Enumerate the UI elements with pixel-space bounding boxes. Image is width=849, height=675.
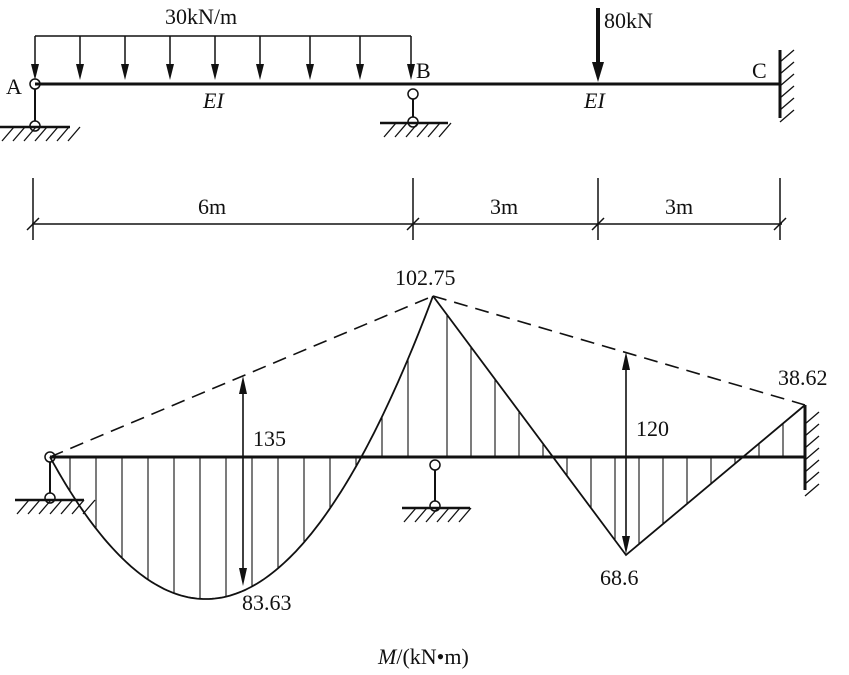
ground-hatch	[12, 126, 26, 142]
support-b-roller	[380, 88, 452, 138]
support-c-fixed	[778, 49, 795, 123]
wall-hatch	[804, 471, 820, 485]
dimension-lines	[26, 178, 787, 240]
ground-hatch	[1, 126, 15, 142]
ground-hatch	[394, 122, 408, 138]
moment-curve-ab	[49, 295, 434, 600]
dimension-b-mid-label: 3m	[490, 194, 518, 219]
caption-symbol: M	[377, 644, 398, 669]
moment-label-135: 135	[253, 426, 286, 451]
udl-arrow-head	[407, 64, 415, 80]
ground-hatch	[45, 126, 59, 142]
ground-hatch	[458, 507, 472, 523]
bmd-support-c-fixed	[803, 405, 820, 497]
udl-arrow-head	[306, 64, 314, 80]
node-b-label: B	[416, 58, 431, 83]
wall-hatch	[779, 73, 795, 87]
moment-value-ab-mid: 83.63	[242, 590, 292, 615]
wall-hatch	[804, 423, 820, 437]
ground-hatch	[436, 507, 450, 523]
udl-arrow-head	[211, 64, 219, 80]
wall-hatch	[779, 109, 795, 123]
wall-hatch	[804, 459, 820, 473]
wall-hatch	[804, 447, 820, 461]
node-a-label: A	[6, 74, 22, 99]
dimension-mid-c-label: 3m	[665, 194, 693, 219]
ground-hatch	[438, 122, 452, 138]
ground-hatch	[23, 126, 37, 142]
ground-hatch	[403, 507, 417, 523]
moment-curve-bc	[432, 295, 806, 557]
wall-hatch	[804, 411, 820, 425]
ground-hatch	[16, 499, 30, 515]
wall-hatch	[804, 483, 820, 497]
ground-hatch	[414, 507, 428, 523]
ground-hatch	[416, 122, 430, 138]
caption-unit: /(kN•m)	[396, 644, 468, 669]
ground-hatch	[60, 499, 74, 515]
ground-hatch	[27, 499, 41, 515]
point-load-arrow	[592, 8, 604, 82]
distributed-load-label: 30kN/m	[165, 4, 237, 29]
point-load-label: 80kN	[604, 8, 653, 33]
moment-hatching	[69, 314, 784, 599]
moment-diagram	[15, 295, 820, 600]
wall-hatch	[779, 49, 795, 63]
beam-figure: 30kN/m 80kN A B C	[0, 4, 795, 142]
ground-hatch	[49, 499, 63, 515]
wall-hatch	[779, 85, 795, 99]
udl-arrow-head	[356, 64, 364, 80]
support-a-pin	[0, 78, 81, 142]
arrow-120	[622, 352, 630, 554]
diagram-caption: M/(kN•m)	[377, 644, 469, 669]
wall-hatch	[779, 97, 795, 111]
ground-hatch	[38, 499, 52, 515]
dashed-line-ab	[49, 295, 434, 458]
ground-hatch	[405, 122, 419, 138]
moment-label-120: 120	[636, 416, 669, 441]
udl-arrow-head	[31, 64, 39, 80]
arrow-135	[239, 376, 247, 586]
bmd-support-b-roller	[402, 459, 472, 523]
ground-hatch	[425, 507, 439, 523]
distributed-load	[31, 35, 415, 80]
ground-hatch	[71, 499, 85, 515]
ground-hatch	[427, 122, 441, 138]
dimension-ab-label: 6m	[198, 194, 226, 219]
ground-hatch	[56, 126, 70, 142]
dashed-line-bc	[432, 295, 806, 406]
udl-arrow-head	[166, 64, 174, 80]
wall-hatch	[779, 61, 795, 75]
moment-value-c: 38.62	[778, 365, 828, 390]
wall-hatch	[804, 435, 820, 449]
bmd-support-a-pin	[15, 451, 96, 515]
udl-arrow-head	[76, 64, 84, 80]
moment-value-bc-mid: 68.6	[600, 565, 639, 590]
ground-hatch	[383, 122, 397, 138]
ei-left-label: EI	[202, 88, 225, 113]
ground-hatch	[34, 126, 48, 142]
ground-hatch	[67, 126, 81, 142]
udl-arrow-head	[256, 64, 264, 80]
moment-value-b: 102.75	[395, 265, 456, 290]
ei-right-label: EI	[583, 88, 606, 113]
ground-hatch	[82, 499, 96, 515]
udl-arrow-head	[121, 64, 129, 80]
node-c-label: C	[752, 58, 767, 83]
ground-hatch	[447, 507, 461, 523]
